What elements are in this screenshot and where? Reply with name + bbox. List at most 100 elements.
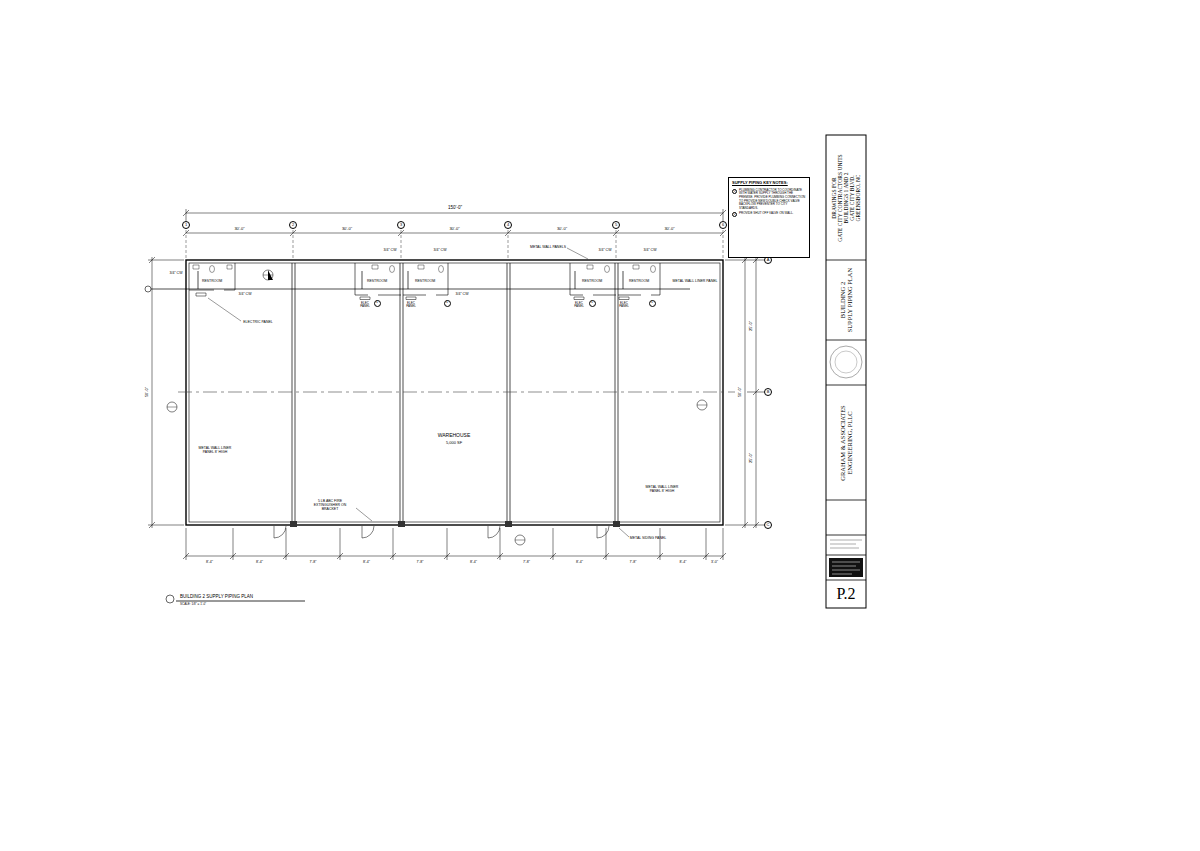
dimension: 8'-4" <box>680 559 687 563</box>
exterior-wall <box>186 260 723 525</box>
pipe-size: 3/4" CW <box>599 248 612 252</box>
dimension: 8'-4" <box>470 559 477 563</box>
room-name: WAREHOUSE <box>438 433 471 439</box>
rotated-title: BUILDING 2SUPPLY PIPING PLAN <box>839 264 853 336</box>
revision-lines <box>830 540 862 548</box>
dimension: 3'-0" <box>711 559 718 563</box>
bubble-text: 6 <box>722 223 724 227</box>
water-supply-line <box>151 271 690 289</box>
title-text: GRAHAM & ASSOCIATES <box>839 389 846 496</box>
note-number: 1 <box>732 189 737 194</box>
drawing-scale: SCALE: 1/8" = 1'-0" <box>180 603 206 606</box>
room-area: 5,000 SF <box>446 441 462 446</box>
bubble-text: B <box>767 390 770 394</box>
room-name: RESTROOM <box>415 279 435 283</box>
pipe-size: 3/4" CW <box>644 248 657 252</box>
pipe-size: 3/4" CW <box>384 248 397 252</box>
dimension: 25'-0" <box>749 453 754 463</box>
equipment-label: ELEC PANEL <box>404 302 418 309</box>
dimension: 30'-0" <box>449 227 459 232</box>
engineer-cell: GRAHAM & ASSOCIATESENGINEERING, PLLC <box>826 385 866 500</box>
grid-bubble: 2 <box>289 221 297 229</box>
title-text: GATE CITY BLVD. <box>849 139 855 256</box>
door-swings <box>274 526 609 538</box>
lavatory-symbols <box>193 265 639 269</box>
title-text: DRAWINGS FOR <box>831 139 837 256</box>
title-underline <box>176 601 305 602</box>
key-notes-box: SUPPLY PIPING KEY NOTES:1PLUMBING CONTRA… <box>728 177 810 258</box>
dimension: 30'-0" <box>234 227 244 232</box>
dimension: 7'-8" <box>310 559 317 563</box>
note-number: 2 <box>732 212 737 217</box>
dimension: 30'-0" <box>342 227 352 232</box>
dimension: 30'-0" <box>557 227 567 232</box>
project-title-cell: DRAWINGS FORGATE CITY CONTRACTORS UNITSB… <box>826 135 866 260</box>
rotated-title: GRAHAM & ASSOCIATESENGINEERING, PLLC <box>839 389 853 496</box>
engineer-seal <box>830 346 862 378</box>
grid-bubble: C <box>764 521 772 529</box>
title-text: BUILDINGS 1 AND 2 <box>843 139 849 256</box>
key-note-callout: 1 <box>374 300 381 307</box>
sheet-title-cell: BUILDING 2SUPPLY PIPING PLAN <box>826 260 866 340</box>
bubble-text: A <box>767 258 770 262</box>
equipment-label: ELEC PANEL <box>572 302 586 309</box>
toilet-symbol <box>651 266 656 273</box>
leader-lines <box>208 248 629 537</box>
plan-linework <box>145 135 866 608</box>
pipe-size: 3/4" CW <box>170 271 183 275</box>
water-service-point <box>145 286 151 292</box>
license-stamp <box>829 558 863 577</box>
left-dimension <box>148 257 184 528</box>
rotated-title: DRAWINGS FORGATE CITY CONTRACTORS UNITSB… <box>831 139 861 256</box>
bubble-text: 1 <box>591 301 593 305</box>
title-text: BUILDING 2 <box>839 264 846 336</box>
dimension: 150'-0" <box>448 205 462 210</box>
dimension: 8'-4" <box>256 559 263 563</box>
bubble-text: C <box>767 523 770 527</box>
pipe-size: 3/4" CW <box>434 248 447 252</box>
section-mark-lines <box>167 275 707 540</box>
bubble-text: 5 <box>615 223 617 227</box>
section-mark-fill <box>172 270 273 412</box>
bubble-text: 3 <box>400 223 402 227</box>
overall-dimension <box>183 209 726 221</box>
title-block-frame <box>826 135 866 608</box>
bubble-text: 1 <box>651 301 653 305</box>
wall-note: METAL WALL LINER PANEL 8' HIGH <box>195 446 235 454</box>
drawing-title: BUILDING 2 SUPPLY PIPING PLAN <box>180 594 253 599</box>
bubble-text: 1 <box>446 301 448 305</box>
dimension: 50'-0" <box>145 387 150 397</box>
dimension: 30'-0" <box>664 227 674 232</box>
title-bubble <box>166 595 174 603</box>
dimension: 50'-0" <box>738 387 743 397</box>
room-name: RESTROOM <box>629 279 649 283</box>
wall-note: METAL WALL PANELS <box>530 245 566 249</box>
partition-walls <box>292 263 618 522</box>
bubble-text: 2 <box>292 223 294 227</box>
license-stamp-lines <box>832 562 860 574</box>
wall-note: METAL WALL LINER PANEL <box>673 279 718 283</box>
right-dimensions <box>725 257 764 528</box>
fills <box>172 270 863 577</box>
dimension: 8'-4" <box>206 559 213 563</box>
restroom-walls <box>570 263 660 295</box>
bay-dimensions <box>183 230 726 236</box>
key-note-callout: 1 <box>649 300 656 307</box>
dimension: 7'-8" <box>630 559 637 563</box>
bubble-text: 1 <box>376 301 378 305</box>
electric-panel-symbols <box>196 293 629 300</box>
bubble-text: 1 <box>185 223 187 227</box>
grid-bubble: 5 <box>612 221 620 229</box>
restroom-walls <box>189 263 235 290</box>
note-text: PROVIDE SHUT OFF VALVE ON WALL. <box>739 212 793 216</box>
restroom-walls <box>355 263 448 295</box>
note-row: 2PROVIDE SHUT OFF VALVE ON WALL. <box>732 212 806 217</box>
wall-note: METAL WALL LINER PANEL 8' HIGH <box>642 485 682 493</box>
equipment-note: ELECTRIC PANEL <box>243 320 273 324</box>
room-name: RESTROOM <box>202 279 222 283</box>
grid-lines <box>186 230 723 258</box>
